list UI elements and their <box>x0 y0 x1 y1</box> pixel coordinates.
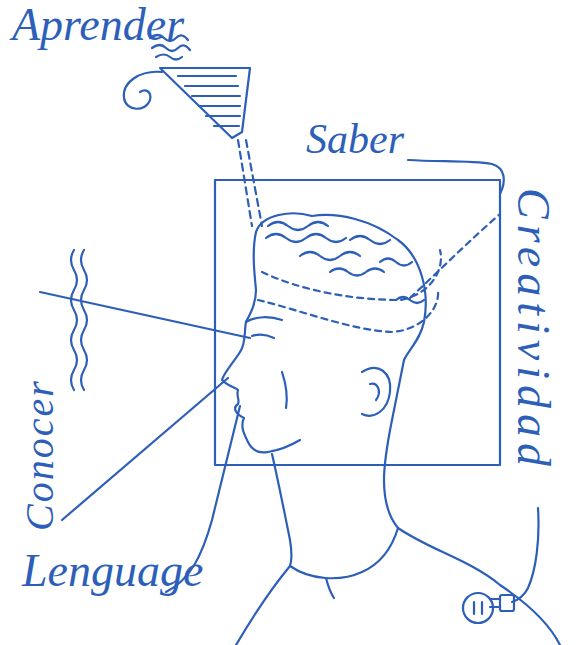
wavy-lines <box>71 250 87 390</box>
dashed-stream <box>238 140 262 226</box>
wall-socket <box>463 593 493 623</box>
funnel-hatching <box>178 76 240 126</box>
neck-front <box>272 454 292 566</box>
hair <box>256 213 426 360</box>
handwritten-label: Aprender <box>12 2 184 48</box>
cheek-line <box>282 372 287 408</box>
plug-cord <box>512 508 539 602</box>
socket-holes <box>474 602 482 614</box>
cup-handle <box>124 72 162 109</box>
handwritten-label: Conocer <box>20 379 60 531</box>
torso <box>236 528 560 645</box>
eye <box>252 335 274 338</box>
funnel-cup <box>160 68 250 138</box>
face-profile <box>222 232 300 453</box>
back-of-head <box>384 360 404 528</box>
square-frame <box>215 180 500 465</box>
saber-wire <box>408 160 504 194</box>
eyebrow <box>246 317 282 322</box>
collar <box>290 528 398 598</box>
brain-outline <box>258 250 441 332</box>
handwritten-label: Saber <box>306 118 404 160</box>
hair-waves <box>266 222 424 303</box>
plug-body <box>500 595 514 611</box>
handwritten-label: Creatividad <box>510 188 556 472</box>
handwritten-label: Lenguage <box>22 548 203 594</box>
nose-line <box>62 378 228 520</box>
ear <box>362 368 390 416</box>
